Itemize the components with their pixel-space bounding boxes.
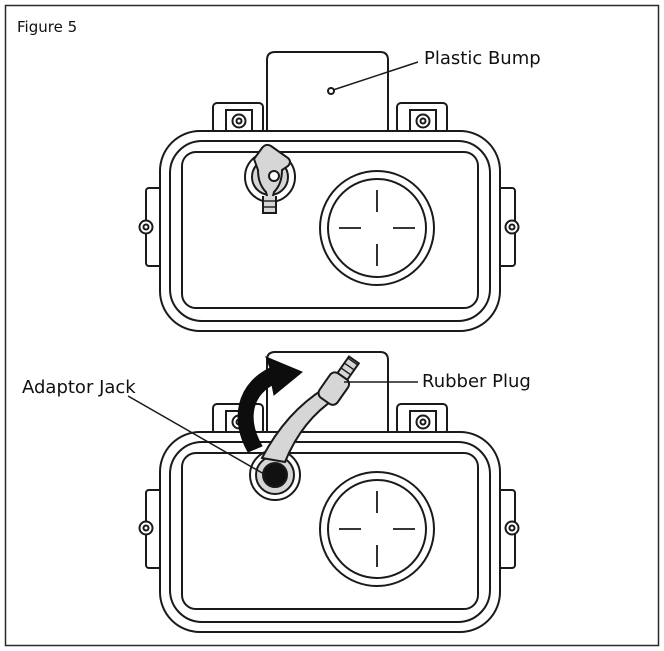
window-inner [327, 178, 427, 278]
side-clip-right-bottom [496, 489, 520, 569]
housing-rim [169, 140, 491, 322]
device-top [138, 51, 520, 332]
housing-outer [159, 130, 501, 332]
label-adaptor-jack: Adaptor Jack [22, 377, 136, 398]
label-plastic-bump: Plastic Bump [424, 48, 541, 69]
window-outer [319, 170, 435, 286]
housing-rim-bottom [169, 441, 491, 623]
hinge-clip-right-bottom [396, 403, 448, 435]
leader-adaptor-jack [127, 395, 265, 475]
crosshair-bottom [339, 491, 415, 567]
figure-frame [4, 4, 660, 647]
rubber-plug-seated-nozzle [262, 196, 277, 214]
side-clip-right [496, 187, 520, 267]
figure-title: Figure 5 [17, 18, 78, 36]
rotation-arrow [237, 356, 303, 453]
housing-outer-bottom [159, 431, 501, 633]
housing-panel-bottom [181, 452, 479, 610]
rubber-plug-bottom [317, 355, 361, 406]
window-inner-bottom [327, 479, 427, 579]
adaptor-jack-exposed-hole [262, 462, 288, 488]
device-bottom [138, 351, 520, 633]
label-rubber-plug: Rubber Plug [422, 371, 531, 392]
housing-panel [181, 151, 479, 309]
window-outer-bottom [319, 471, 435, 587]
hinge-clip-left [212, 102, 264, 134]
crosshair [339, 190, 415, 266]
plastic-bump [266, 51, 389, 135]
plastic-bump-dot [327, 87, 335, 95]
leader-plastic-bump [332, 61, 419, 91]
rubber-plug-seated-dot [268, 170, 280, 182]
hinge-clip-right [396, 102, 448, 134]
